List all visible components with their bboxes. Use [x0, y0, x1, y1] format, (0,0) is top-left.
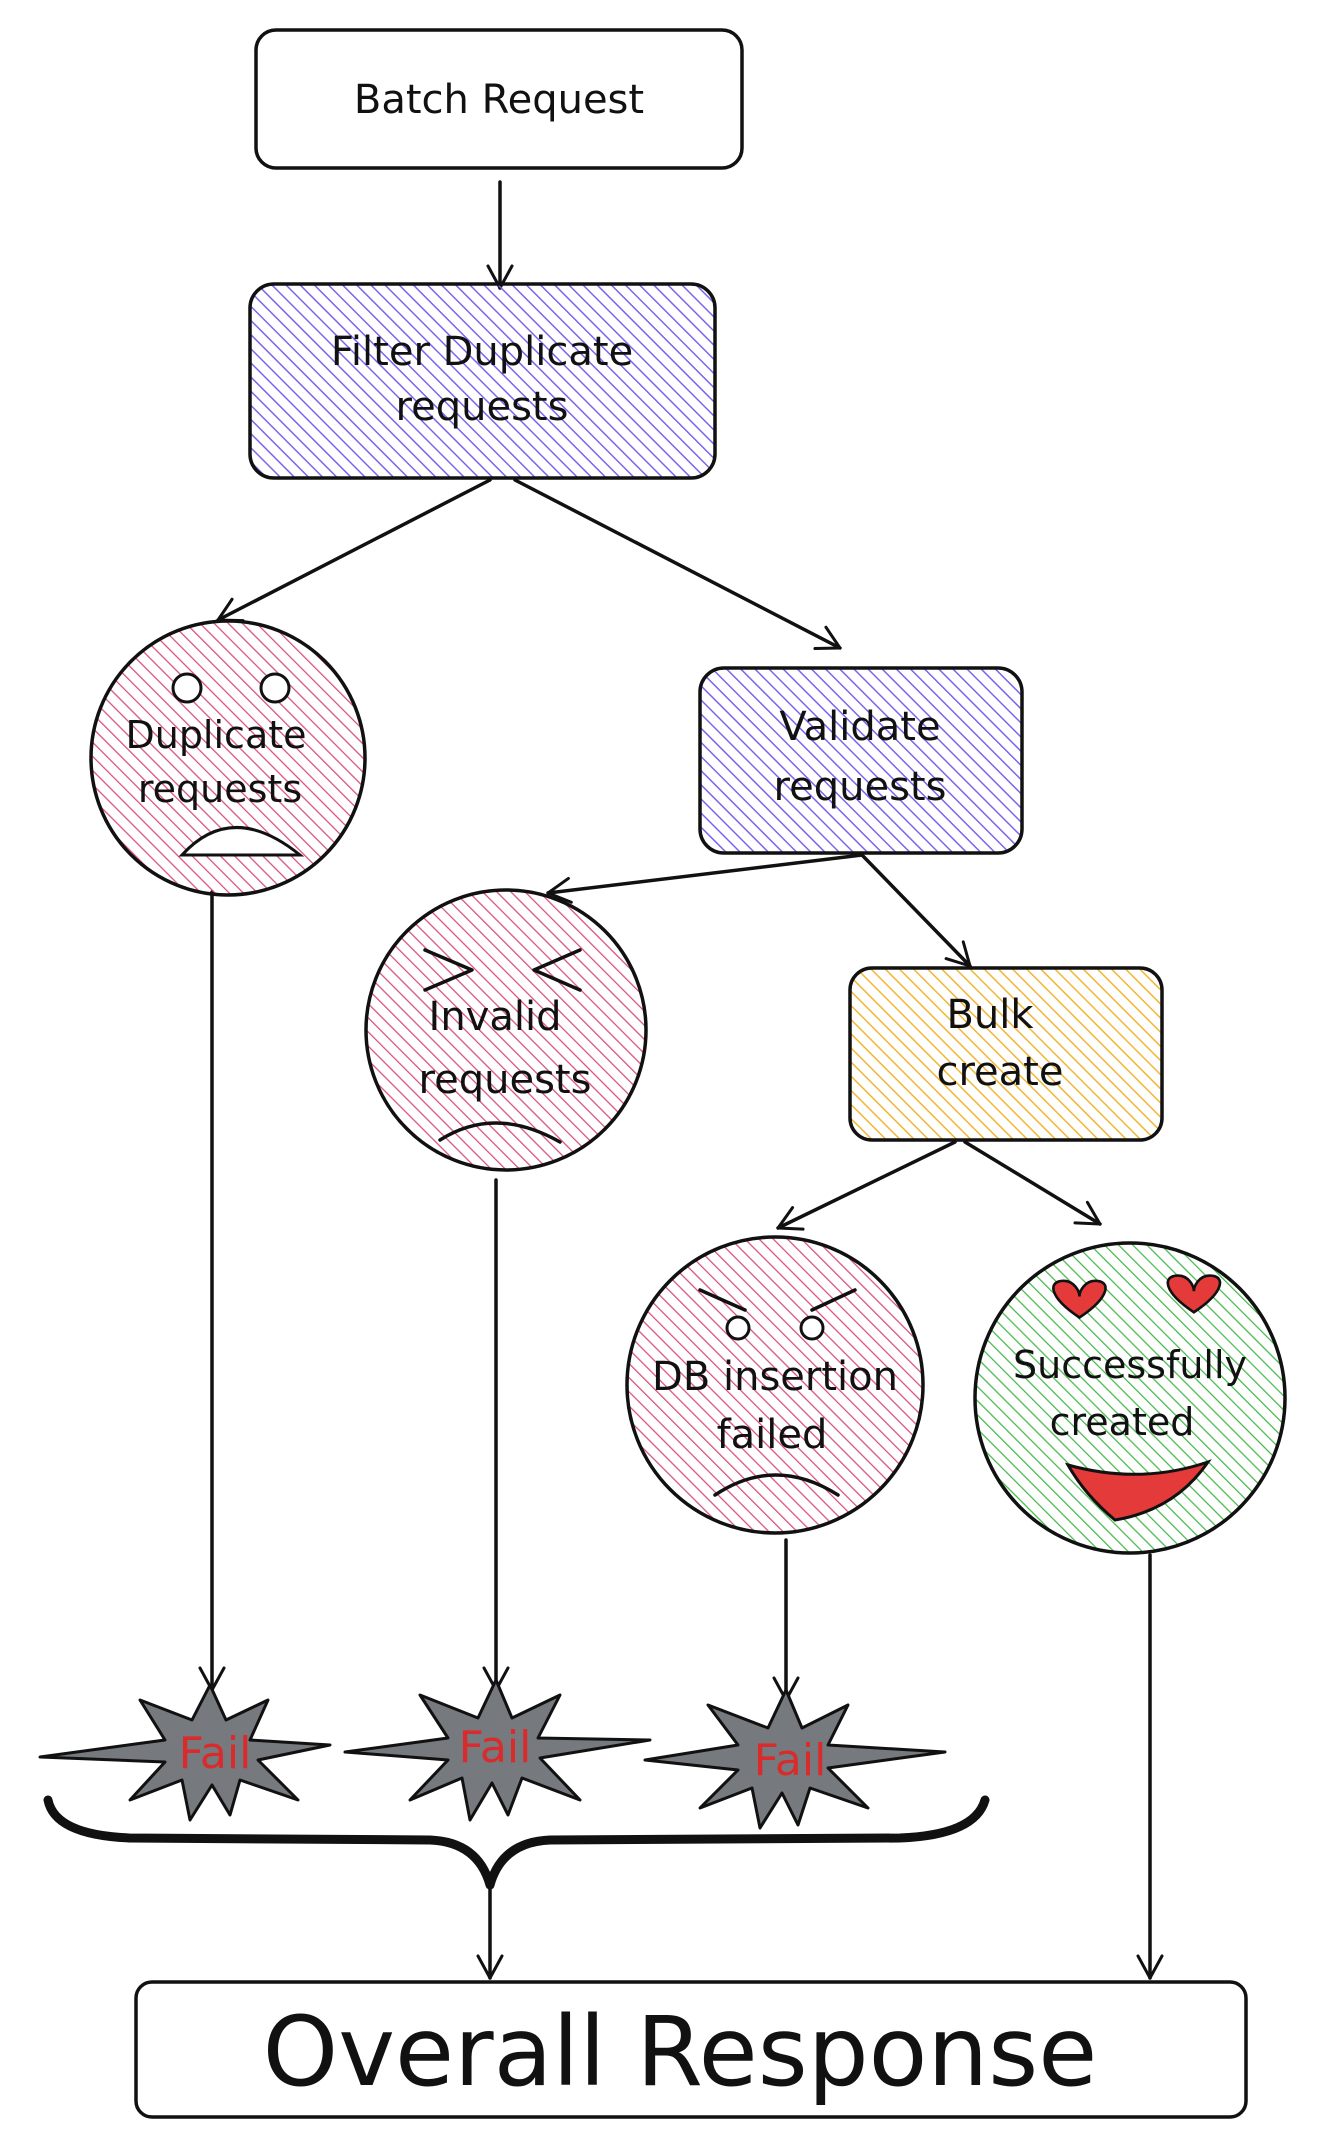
db-insertion-failed-node: DB insertion failed [625, 1235, 925, 1535]
arrow-bulk-to-success [963, 1140, 1102, 1226]
duplicate-requests-circle [89, 619, 367, 897]
fail-label: Fail [459, 1722, 532, 1773]
overall-response-box: Overall Response [134, 1980, 1248, 2119]
success-smile-mouth-icon [1064, 1459, 1212, 1522]
fail-star-2: Fail [343, 1678, 652, 1822]
validate-requests-rect [698, 666, 1024, 855]
filter-duplicates-rect [248, 282, 717, 480]
curly-brace-icon [43, 1795, 990, 1890]
fail-label: Fail [179, 1728, 252, 1779]
overall-response-rect [134, 1980, 1248, 2119]
db-insertion-label-line1: DB insertion [652, 1354, 898, 1400]
invalid-frown-mouth-icon [438, 1121, 562, 1144]
fail-burst-icon [343, 1678, 652, 1822]
fail-burst-icon [38, 1683, 332, 1822]
arrow-validate-to-invalid [546, 853, 864, 904]
success-circle [973, 1241, 1287, 1555]
arrow-validate-to-bulk [860, 853, 972, 968]
db-insertion-label-line2: failed [717, 1412, 828, 1458]
db-right-angry-brow-icon [810, 1288, 857, 1312]
invalid-right-squint-eye-icon [532, 948, 582, 992]
invalid-requests-label-line2: requests [419, 1057, 592, 1103]
db-frown-mouth-icon [713, 1473, 840, 1497]
connectors [198, 180, 1164, 1980]
duplicate-right-eye-icon [259, 672, 291, 704]
invalid-requests-label-line1: Invalid [429, 994, 562, 1040]
db-left-angry-brow-icon [698, 1288, 747, 1312]
duplicate-frown-mouth-icon [178, 826, 305, 857]
db-insertion-circle [625, 1235, 925, 1535]
filter-duplicates-label-line2: requests [396, 384, 569, 430]
bulk-create-rect [848, 966, 1164, 1142]
invalid-requests-node: Invalid requests [364, 888, 648, 1172]
fail-burst-icon [643, 1688, 947, 1830]
arrow-bulk-to-db [776, 1140, 957, 1231]
successfully-created-node: Successfully created [973, 1241, 1287, 1555]
fail-star-1: Fail [38, 1683, 332, 1822]
duplicate-requests-label-line1: Duplicate [125, 713, 306, 757]
batch-request-box: Batch Request [254, 28, 744, 170]
arrow-filter-to-validate [513, 478, 842, 651]
arrow-filter-to-duplicate [216, 478, 492, 623]
success-label-line2: created [1050, 1400, 1195, 1444]
invalid-left-squint-eye-icon [423, 948, 474, 992]
batch-request-rect [254, 28, 744, 170]
validate-requests-box: Validate requests [698, 666, 1024, 855]
success-left-heart-eye-icon [1052, 1279, 1107, 1320]
bulk-create-label-line1: Bulk [946, 992, 1034, 1038]
fail-star-3: Fail [643, 1688, 947, 1830]
filter-duplicates-box: Filter Duplicate requests [248, 282, 717, 480]
bulk-create-label-line2: create [937, 1049, 1064, 1095]
validate-requests-label-line2: requests [774, 764, 947, 810]
bulk-create-box: Bulk create [848, 966, 1164, 1142]
success-label-line1: Successfully [1013, 1343, 1247, 1387]
duplicate-requests-node: Duplicate requests [89, 619, 367, 897]
validate-requests-label-line1: Validate [779, 704, 940, 750]
duplicate-requests-label-line2: requests [138, 767, 302, 811]
duplicate-left-eye-icon [171, 672, 203, 704]
batch-request-label: Batch Request [354, 77, 644, 123]
db-left-eye-icon [725, 1315, 751, 1341]
invalid-requests-circle [364, 888, 648, 1172]
overall-response-label: Overall Response [263, 1996, 1098, 2108]
filter-duplicates-label-line1: Filter Duplicate [331, 329, 633, 375]
fail-label: Fail [754, 1735, 827, 1786]
success-right-heart-eye-icon [1166, 1274, 1222, 1314]
db-right-eye-icon [799, 1315, 825, 1341]
